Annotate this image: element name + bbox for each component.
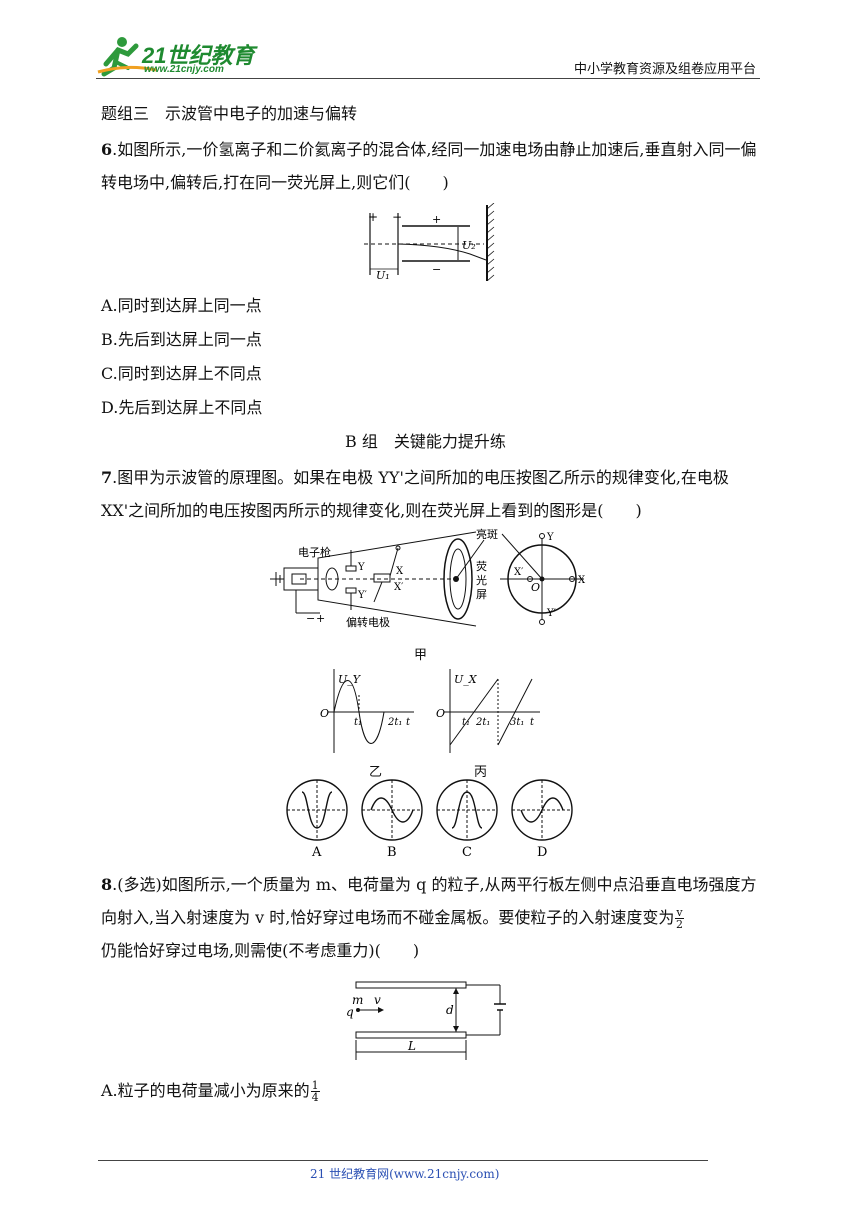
origin-label: O [436, 707, 445, 720]
option-d: D.先后到达屏上不同点 [101, 398, 263, 417]
logo-text: 21世纪教育 [142, 43, 255, 68]
question-number: 8 [101, 875, 113, 894]
question-text: .图甲为示波管的原理图。如果在电极 YY'之间所加的电压按图乙所示的规律变化,在… [101, 468, 729, 520]
t1-label: t₁ [354, 717, 362, 728]
option-a: A.同时到达屏上同一点 [101, 296, 262, 315]
u1-label: U₁ [376, 269, 390, 281]
screen-label: 光 [476, 573, 487, 587]
figure-caption-jia: 甲 [414, 648, 428, 663]
figure-caption-yi: 乙 [369, 765, 383, 780]
choice-a-label: A [311, 845, 322, 858]
option-b: B.先后到达屏上同一点 [101, 330, 262, 349]
choice-d-figure: D [511, 779, 573, 858]
velocity-label: v [374, 993, 381, 1007]
t-label: t [406, 717, 411, 728]
figure-caption-bing: 丙 [474, 765, 488, 780]
t2-label: 2t₁ [475, 717, 490, 728]
question-number: 6 [101, 140, 113, 159]
question-text: .如图所示,一价氢离子和二价氦离子的混合体,经同一加速电场由静止加速后,垂直射入… [101, 140, 757, 192]
plus-sign: + [432, 213, 441, 226]
site-logo: 21世纪教育 www.21cnjy.com [96, 34, 256, 78]
electron-gun-label: 电子枪 [298, 545, 331, 559]
t-label: t [530, 717, 535, 728]
charge-label: q [346, 1005, 354, 1019]
question-6: 6.如图所示,一价氢离子和二价氦离子的混合体,经同一加速电场由静止加速后,垂直射… [101, 133, 763, 199]
oscilloscope-figure: 电子枪 偏转电极 亮斑 荧 光 屏 Y Y′ X X′ Y Y′ X X′ O … [270, 528, 586, 629]
header-rule [96, 78, 760, 79]
choice-b-label: B [387, 845, 397, 858]
platform-name: 中小学教育资源及组卷应用平台 [574, 62, 757, 77]
origin-label: O [320, 707, 329, 720]
choice-a-figure: A [286, 779, 348, 858]
distance-label: d [446, 1003, 454, 1017]
t2-label: 2t₁ [387, 717, 402, 728]
screen-yp-label: Y′ [546, 608, 557, 619]
u2-label: U₂ [462, 239, 476, 252]
x-electrode-label: X [396, 566, 404, 577]
uy-axis-label: U_Y [338, 673, 362, 686]
screen-xp-label: X′ [514, 567, 524, 578]
question-number: 7 [101, 468, 113, 487]
question-text-cont: 仍能恰好穿过电场,则需使(不考虑重力)( ) [101, 941, 420, 960]
yp-electrode-label: Y′ [357, 590, 368, 601]
length-label: L [407, 1039, 416, 1053]
ux-graph: U_X O t₁ 2t₁ 3t₁ t [436, 669, 540, 753]
screen-x-label: X [578, 575, 586, 586]
uy-graph: U_Y O t₁ 2t₁ t [320, 669, 414, 753]
footer-text: 21 世纪教育网(www.21cnjy.com) [310, 1167, 500, 1181]
section-title: 题组三 示波管中电子的加速与偏转 [101, 104, 358, 123]
screen-label: 荧 [476, 559, 487, 573]
t1-label: t₁ [462, 717, 470, 728]
choice-c-figure: C [436, 779, 498, 858]
xp-electrode-label: X′ [394, 582, 404, 593]
choice-b-figure: B [361, 779, 423, 858]
minus-sign: − [392, 210, 402, 224]
mass-label: m [352, 993, 363, 1007]
choice-d-label: D [537, 845, 547, 858]
deflection-electrode-label: 偏转电极 [346, 615, 390, 629]
t3-label: 3t₁ [510, 717, 524, 728]
question-7: 7.图甲为示波管的原理图。如果在电极 YY'之间所加的电压按图乙所示的规律变化,… [101, 461, 763, 527]
question-8: 8.(多选)如图所示,一个质量为 m、电荷量为 q 的粒子,从两平行板左侧中点沿… [101, 868, 763, 967]
group-title: B 组 关键能力提升练 [345, 432, 506, 451]
origin-label: O [531, 581, 540, 594]
q6-figure: + − + − U₁ U₂ [364, 203, 495, 281]
logo-url: www.21cnjy.com [144, 64, 224, 75]
screen-y-label: Y [546, 532, 554, 543]
minus-sign: − [432, 263, 441, 276]
question-text: .(多选)如图所示,一个质量为 m、电荷量为 q 的粒子,从两平行板左侧中点沿垂… [101, 875, 757, 927]
footer-rule [98, 1160, 708, 1161]
y-electrode-label: Y [357, 562, 365, 573]
ux-axis-label: U_X [454, 673, 478, 686]
bright-spot-label: 亮斑 [476, 528, 498, 541]
runner-logo-icon [97, 37, 157, 77]
choice-c-label: C [462, 845, 472, 858]
screen-label: 屏 [476, 588, 487, 601]
minus-sign: − [306, 612, 315, 625]
plus-sign: + [316, 612, 325, 625]
plus-sign: + [368, 210, 378, 224]
parallel-plates-figure: m q v d L [346, 981, 506, 1060]
option-c: C.同时到达屏上不同点 [101, 364, 262, 383]
